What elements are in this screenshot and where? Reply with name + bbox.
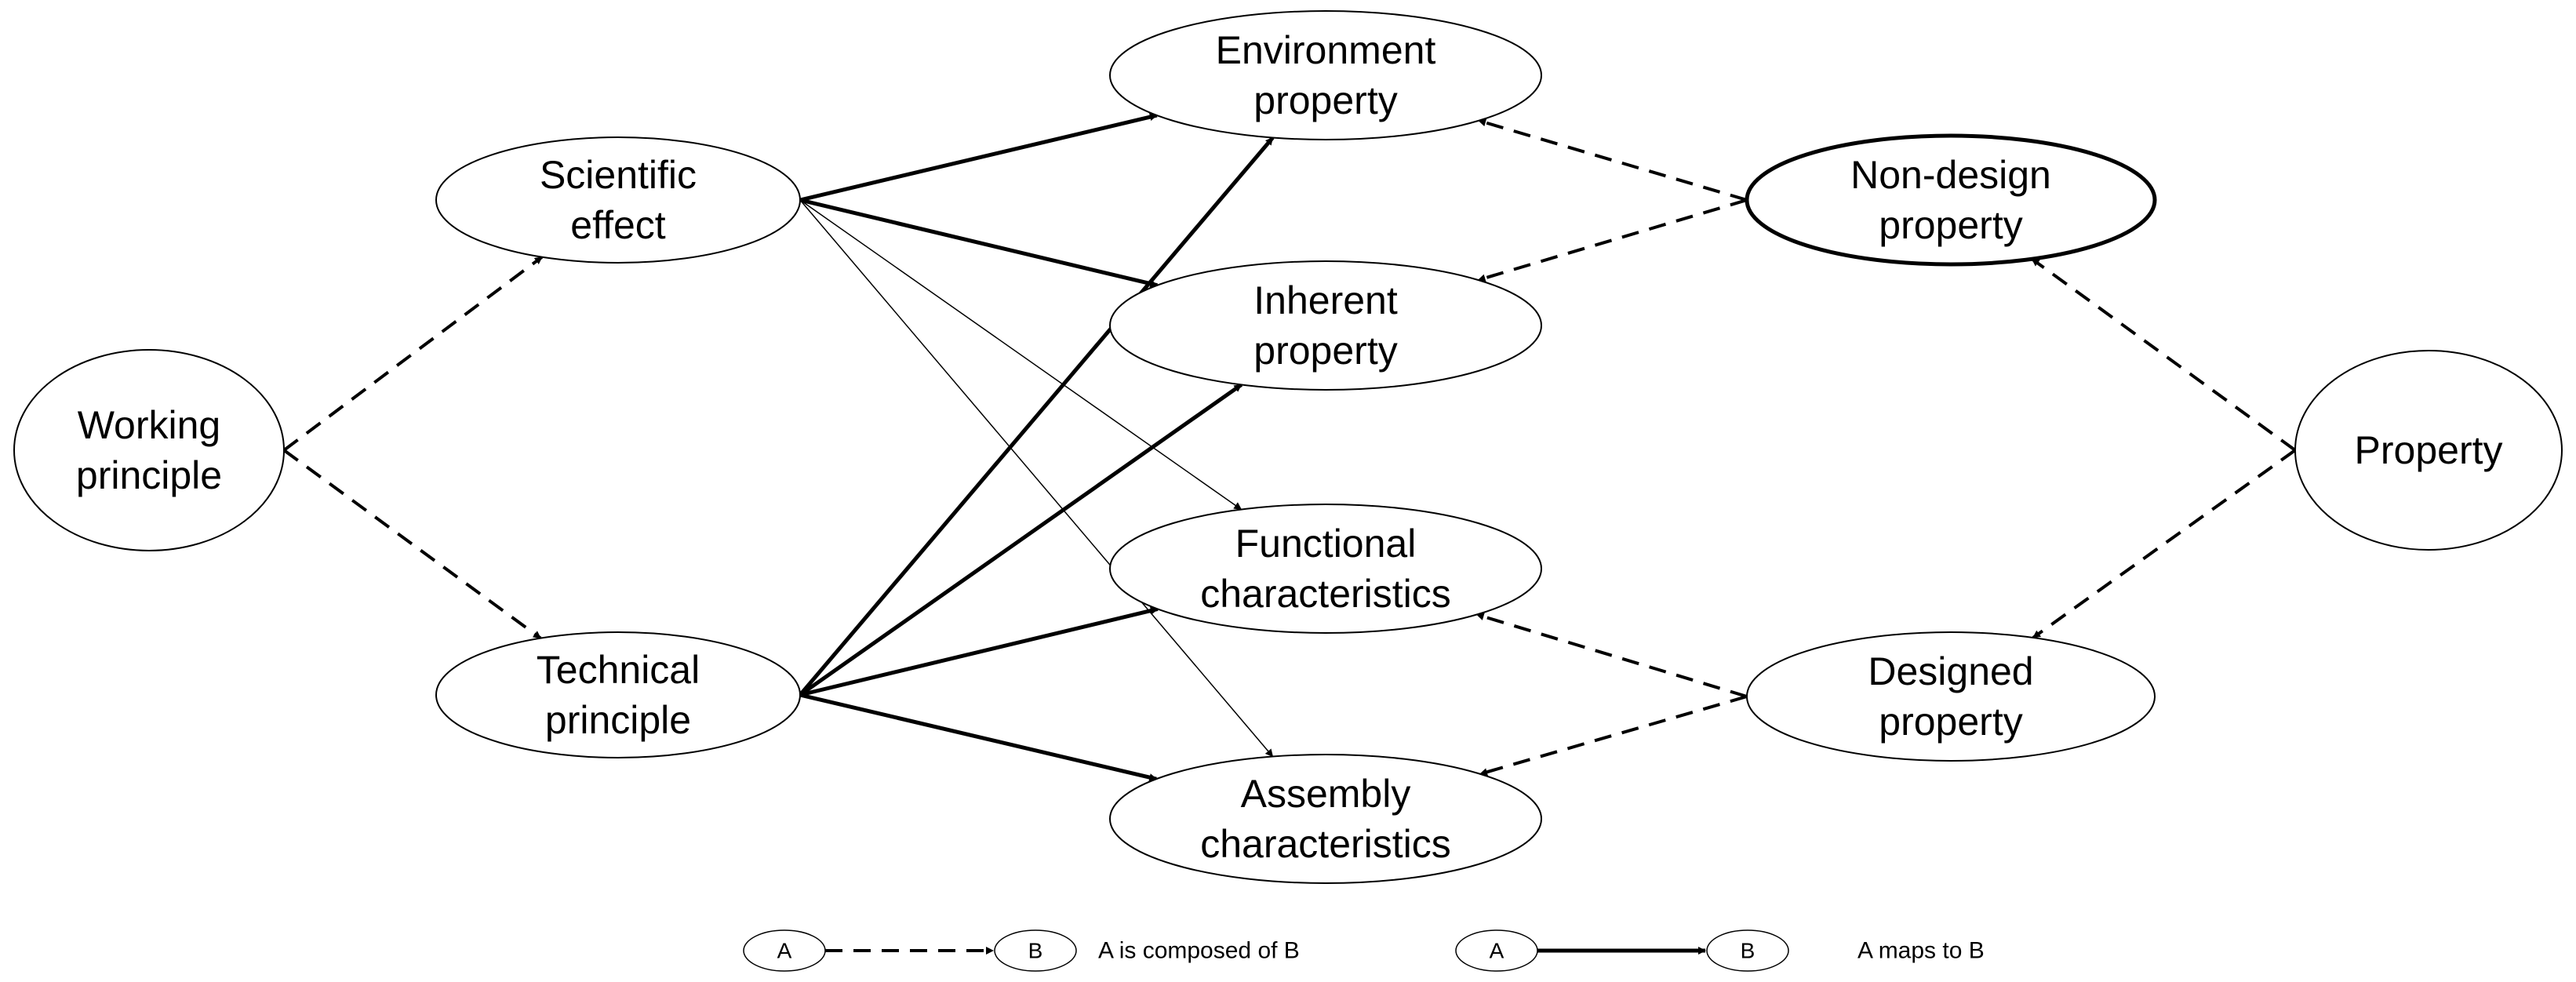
edge-property-to-designed-property bbox=[2032, 449, 2297, 639]
node-designed-property: Designed property bbox=[1746, 631, 2156, 762]
legend-text: A is composed of B bbox=[1098, 938, 1300, 964]
node-ellipse bbox=[13, 349, 285, 551]
node-label: effect bbox=[570, 203, 665, 247]
node-technical-principle: Technical principle bbox=[435, 631, 801, 758]
edge-technical-principle-to-environment-property bbox=[799, 136, 1275, 696]
node-property: Property bbox=[2294, 350, 2563, 551]
node-label: Environment bbox=[1216, 28, 1436, 72]
node-label: property bbox=[1253, 329, 1397, 373]
node-ellipse bbox=[1745, 133, 2157, 267]
node-ellipse bbox=[1109, 504, 1542, 634]
node-label: principle bbox=[545, 698, 691, 742]
edge-technical-principle-to-assembly-characteristics bbox=[799, 693, 1158, 781]
node-label: Assembly bbox=[1241, 772, 1411, 816]
node-label: Property bbox=[2355, 428, 2503, 472]
edge-designed-property-to-functional-characteristics bbox=[1475, 613, 1748, 698]
edge-working-principle-to-scientific-effect bbox=[282, 256, 544, 452]
node-functional-characteristics: Functional characteristics bbox=[1109, 504, 1542, 634]
node-label: Non-design bbox=[1850, 153, 2051, 197]
node-label: characteristics bbox=[1200, 572, 1451, 616]
legend-node-b bbox=[994, 929, 1077, 972]
node-ellipse bbox=[435, 631, 801, 758]
node-ellipse bbox=[1109, 754, 1542, 884]
node-label: Designed bbox=[1868, 649, 2033, 693]
nodes: Working principle Scientific effectTechnica… bbox=[13, 10, 2563, 884]
edge-designed-property-to-assembly-characteristics bbox=[1479, 695, 1748, 777]
node-ellipse bbox=[2294, 350, 2563, 551]
node-inherent-property: Inherent property bbox=[1109, 260, 1542, 391]
node-ellipse bbox=[1109, 10, 1542, 140]
edge-scientific-effect-to-inherent-property bbox=[799, 198, 1159, 288]
node-label: property bbox=[1879, 203, 2022, 247]
legend-node-b bbox=[1706, 929, 1789, 972]
legend-maps-to: A B A maps to B bbox=[1455, 929, 1985, 972]
node-label: Functional bbox=[1235, 522, 1417, 566]
edge-property-to-non-design-property bbox=[2031, 257, 2297, 452]
node-label: Technical bbox=[537, 648, 700, 692]
legend-node-b-label: B bbox=[1741, 939, 1756, 963]
node-label: Working bbox=[78, 403, 220, 447]
legend: A B A is composed of B A B A maps to B bbox=[743, 929, 1985, 972]
edge-technical-principle-to-inherent-property bbox=[799, 383, 1243, 697]
node-label: Inherent bbox=[1253, 278, 1398, 322]
node-ellipse bbox=[435, 136, 801, 264]
legend-composed-of: A B A is composed of B bbox=[743, 929, 1300, 972]
node-label: principle bbox=[76, 453, 222, 497]
node-scientific-effect: Scientific effect bbox=[435, 136, 801, 264]
node-label: property bbox=[1253, 78, 1397, 122]
legend-node-a-label: A bbox=[777, 939, 792, 963]
edge-non-design-property-to-inherent-property bbox=[1477, 198, 1748, 282]
edge-scientific-effect-to-functional-characteristics bbox=[799, 199, 1243, 511]
edge-scientific-effect-to-assembly-characteristics bbox=[799, 199, 1274, 758]
legend-node-b-label: B bbox=[1028, 939, 1043, 963]
edge-scientific-effect-to-environment-property bbox=[799, 113, 1158, 202]
node-label: Scientific bbox=[540, 153, 697, 197]
edge-technical-principle-to-functional-characteristics bbox=[799, 606, 1159, 697]
node-non-design-property: Non-design property bbox=[1745, 133, 2157, 267]
node-working-principle: Working principle bbox=[13, 349, 285, 551]
node-ellipse bbox=[1746, 631, 2156, 762]
edge-non-design-property-to-environment-property bbox=[1478, 118, 1748, 202]
node-ellipse bbox=[1109, 260, 1542, 391]
node-environment-property: Environment property bbox=[1109, 10, 1542, 140]
edges bbox=[282, 113, 2297, 781]
node-label: characteristics bbox=[1200, 822, 1451, 866]
node-label: property bbox=[1879, 700, 2022, 744]
legend-text: A maps to B bbox=[1857, 938, 1985, 964]
legend-node-a-label: A bbox=[1490, 939, 1504, 963]
edge-working-principle-to-technical-principle bbox=[282, 449, 542, 640]
node-assembly-characteristics: Assembly characteristics bbox=[1109, 754, 1542, 884]
